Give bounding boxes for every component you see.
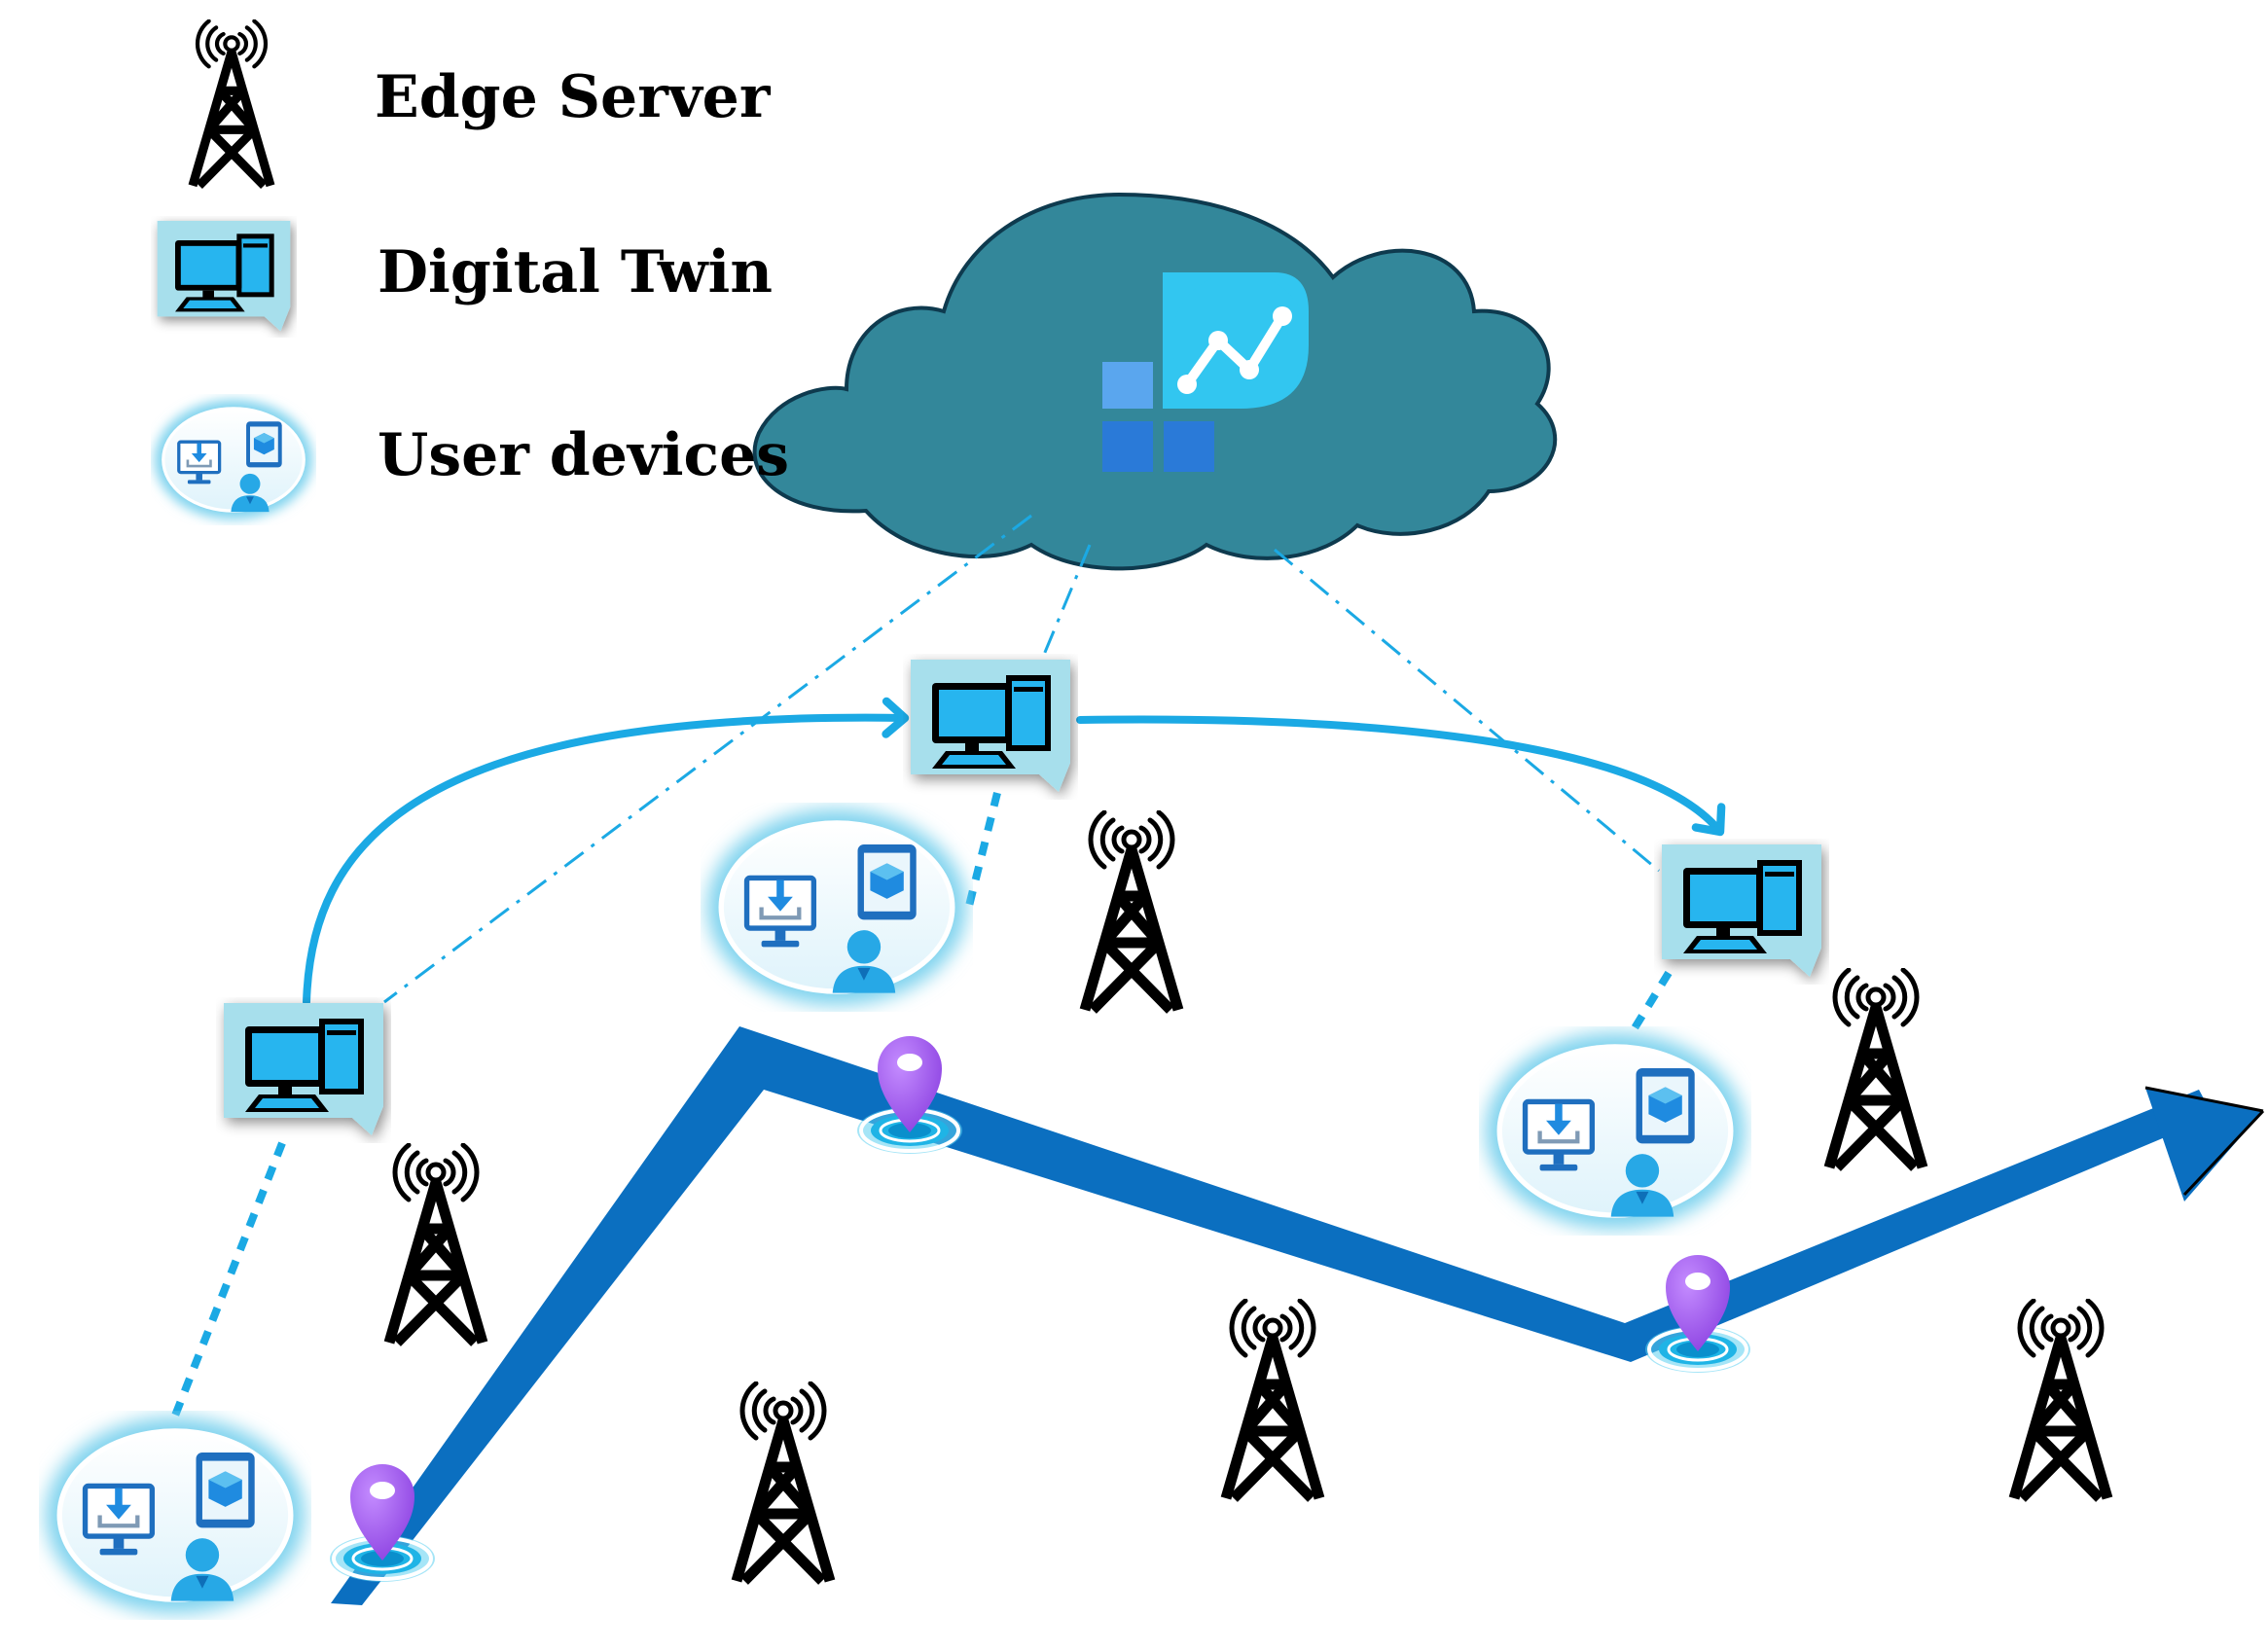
digital-twin-icon: [1662, 844, 1821, 977]
antenna-tower-icon: [737, 1383, 830, 1581]
legend-digital-twin-label: Digital Twin: [378, 238, 773, 306]
cloud-twin-links: [383, 514, 1660, 1004]
twin-device-links: [171, 792, 1673, 1417]
legend-icons: [155, 21, 312, 520]
antenna-tower-icon: [389, 1145, 483, 1343]
link-twin2-devices: [964, 792, 1001, 911]
link-cloud-twin-3: [1274, 548, 1660, 873]
antenna-tower-icon: [193, 21, 270, 186]
user-devices-icon: [155, 400, 312, 520]
legend-user-devices-label: User devices: [378, 421, 790, 489]
mobility-route: [331, 1026, 2265, 1605]
user-devices-icon: [46, 1417, 306, 1613]
digital-twin-icon: [158, 221, 291, 331]
digital-twin-icon: [911, 660, 1070, 792]
antenna-tower-icon: [1829, 970, 1923, 1167]
user-devices-icon: [707, 808, 967, 1005]
link-cloud-twin-2: [1039, 544, 1092, 663]
user-device-groups: [46, 808, 1746, 1613]
user-devices-icon: [1486, 1032, 1746, 1229]
analytics-icon: [1102, 272, 1309, 472]
migration-arrow-1: [303, 697, 910, 1006]
cloud-icon: [752, 192, 1558, 571]
migration-arrow-2: [1076, 715, 1726, 837]
link-cloud-twin-1: [383, 514, 1032, 1004]
legend-edge-server-label: Edge Server: [375, 63, 771, 131]
antenna-tower-icon: [2014, 1301, 2107, 1498]
link-twin1-devices: [171, 1141, 286, 1417]
cloud: [752, 192, 1558, 571]
digital-twin-icon: [224, 1003, 383, 1135]
antenna-tower-icon: [1226, 1301, 1319, 1498]
antenna-tower-icon: [1085, 812, 1178, 1010]
link-twin3-devices: [1629, 970, 1673, 1034]
twin-migration-arrows: [303, 697, 1726, 1006]
